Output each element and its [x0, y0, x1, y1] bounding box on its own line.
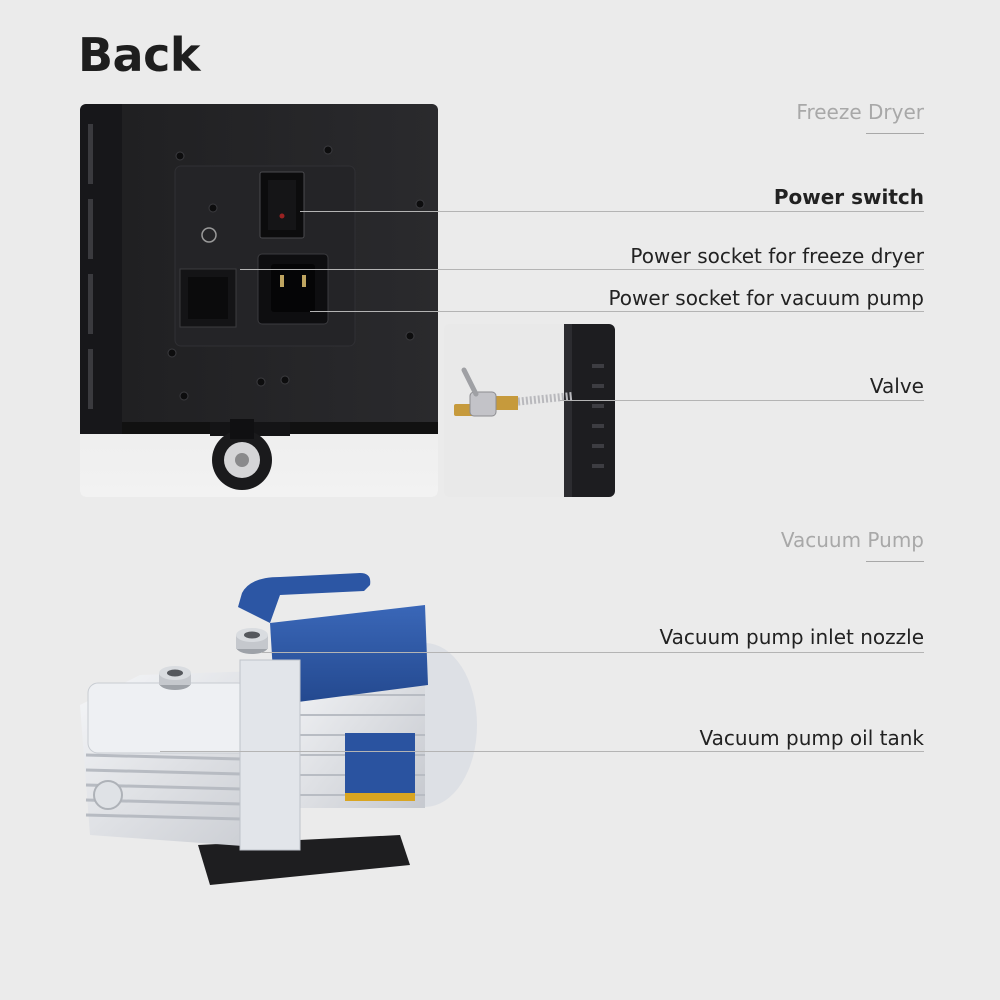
oil-tank-label: Vacuum pump oil tank	[699, 726, 924, 750]
oil-tank-leader-line	[160, 751, 924, 752]
valve-leader-line	[560, 400, 924, 401]
power-switch-label: Power switch	[773, 185, 924, 209]
power-switch-leader-line	[300, 211, 924, 212]
freeze-dryer-section-title: Freeze Dryer	[796, 100, 924, 134]
inlet-nozzle-label: Vacuum pump inlet nozzle	[659, 625, 924, 649]
section-rule	[866, 561, 924, 562]
page-title: Back	[78, 28, 200, 82]
freeze-dryer-back-photo	[80, 104, 438, 497]
socket-freeze-dryer-label: Power socket for freeze dryer	[630, 244, 924, 268]
socket-vacuum-pump-label: Power socket for vacuum pump	[608, 286, 924, 310]
vacuum-pump-photo	[80, 565, 490, 905]
inlet-nozzle-leader-line	[262, 652, 924, 653]
valve-label: Valve	[869, 374, 924, 398]
socket-freeze-dryer-leader-line	[240, 269, 924, 270]
valve-photo	[444, 324, 615, 497]
section-rule	[866, 133, 924, 134]
vacuum-pump-section-title: Vacuum Pump	[781, 528, 924, 562]
socket-vacuum-pump-leader-line	[310, 311, 924, 312]
